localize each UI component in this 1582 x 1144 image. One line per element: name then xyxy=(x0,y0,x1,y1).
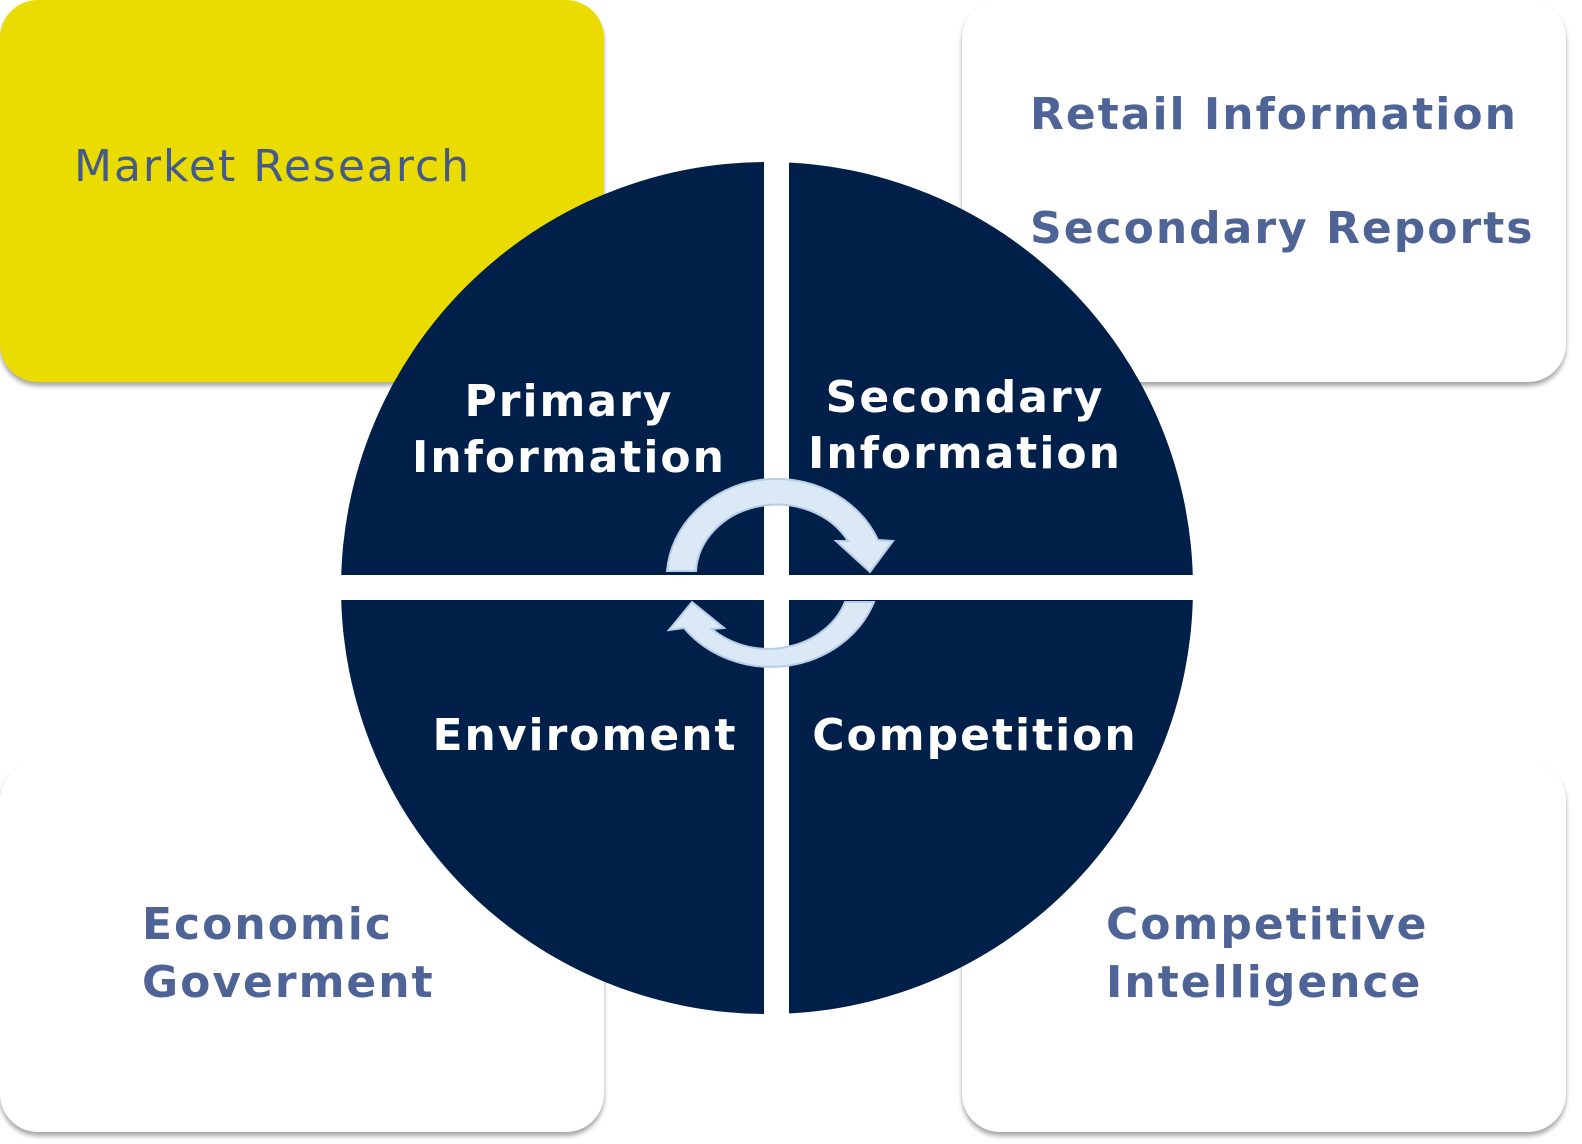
economic-government-label: Economic Goverment xyxy=(142,899,435,1008)
circular-arrows-icon xyxy=(665,477,895,668)
competition-label: Competition xyxy=(812,710,1138,761)
primary-information-label: Primary Information xyxy=(412,376,726,483)
environment-label: Enviroment xyxy=(432,710,738,761)
secondary-information-label: Secondary Information xyxy=(808,372,1122,479)
competitive-intelligence-label: Competitive Intelligence xyxy=(1106,899,1429,1008)
bottom-arrow-icon xyxy=(666,600,876,668)
secondary-reports-label: Secondary Reports xyxy=(1030,203,1535,254)
horizontal-divider xyxy=(330,575,1206,600)
top-arrow-icon xyxy=(665,477,895,574)
retail-information-label: Retail Information xyxy=(1030,89,1518,140)
market-research-label: Market Research xyxy=(74,141,472,192)
